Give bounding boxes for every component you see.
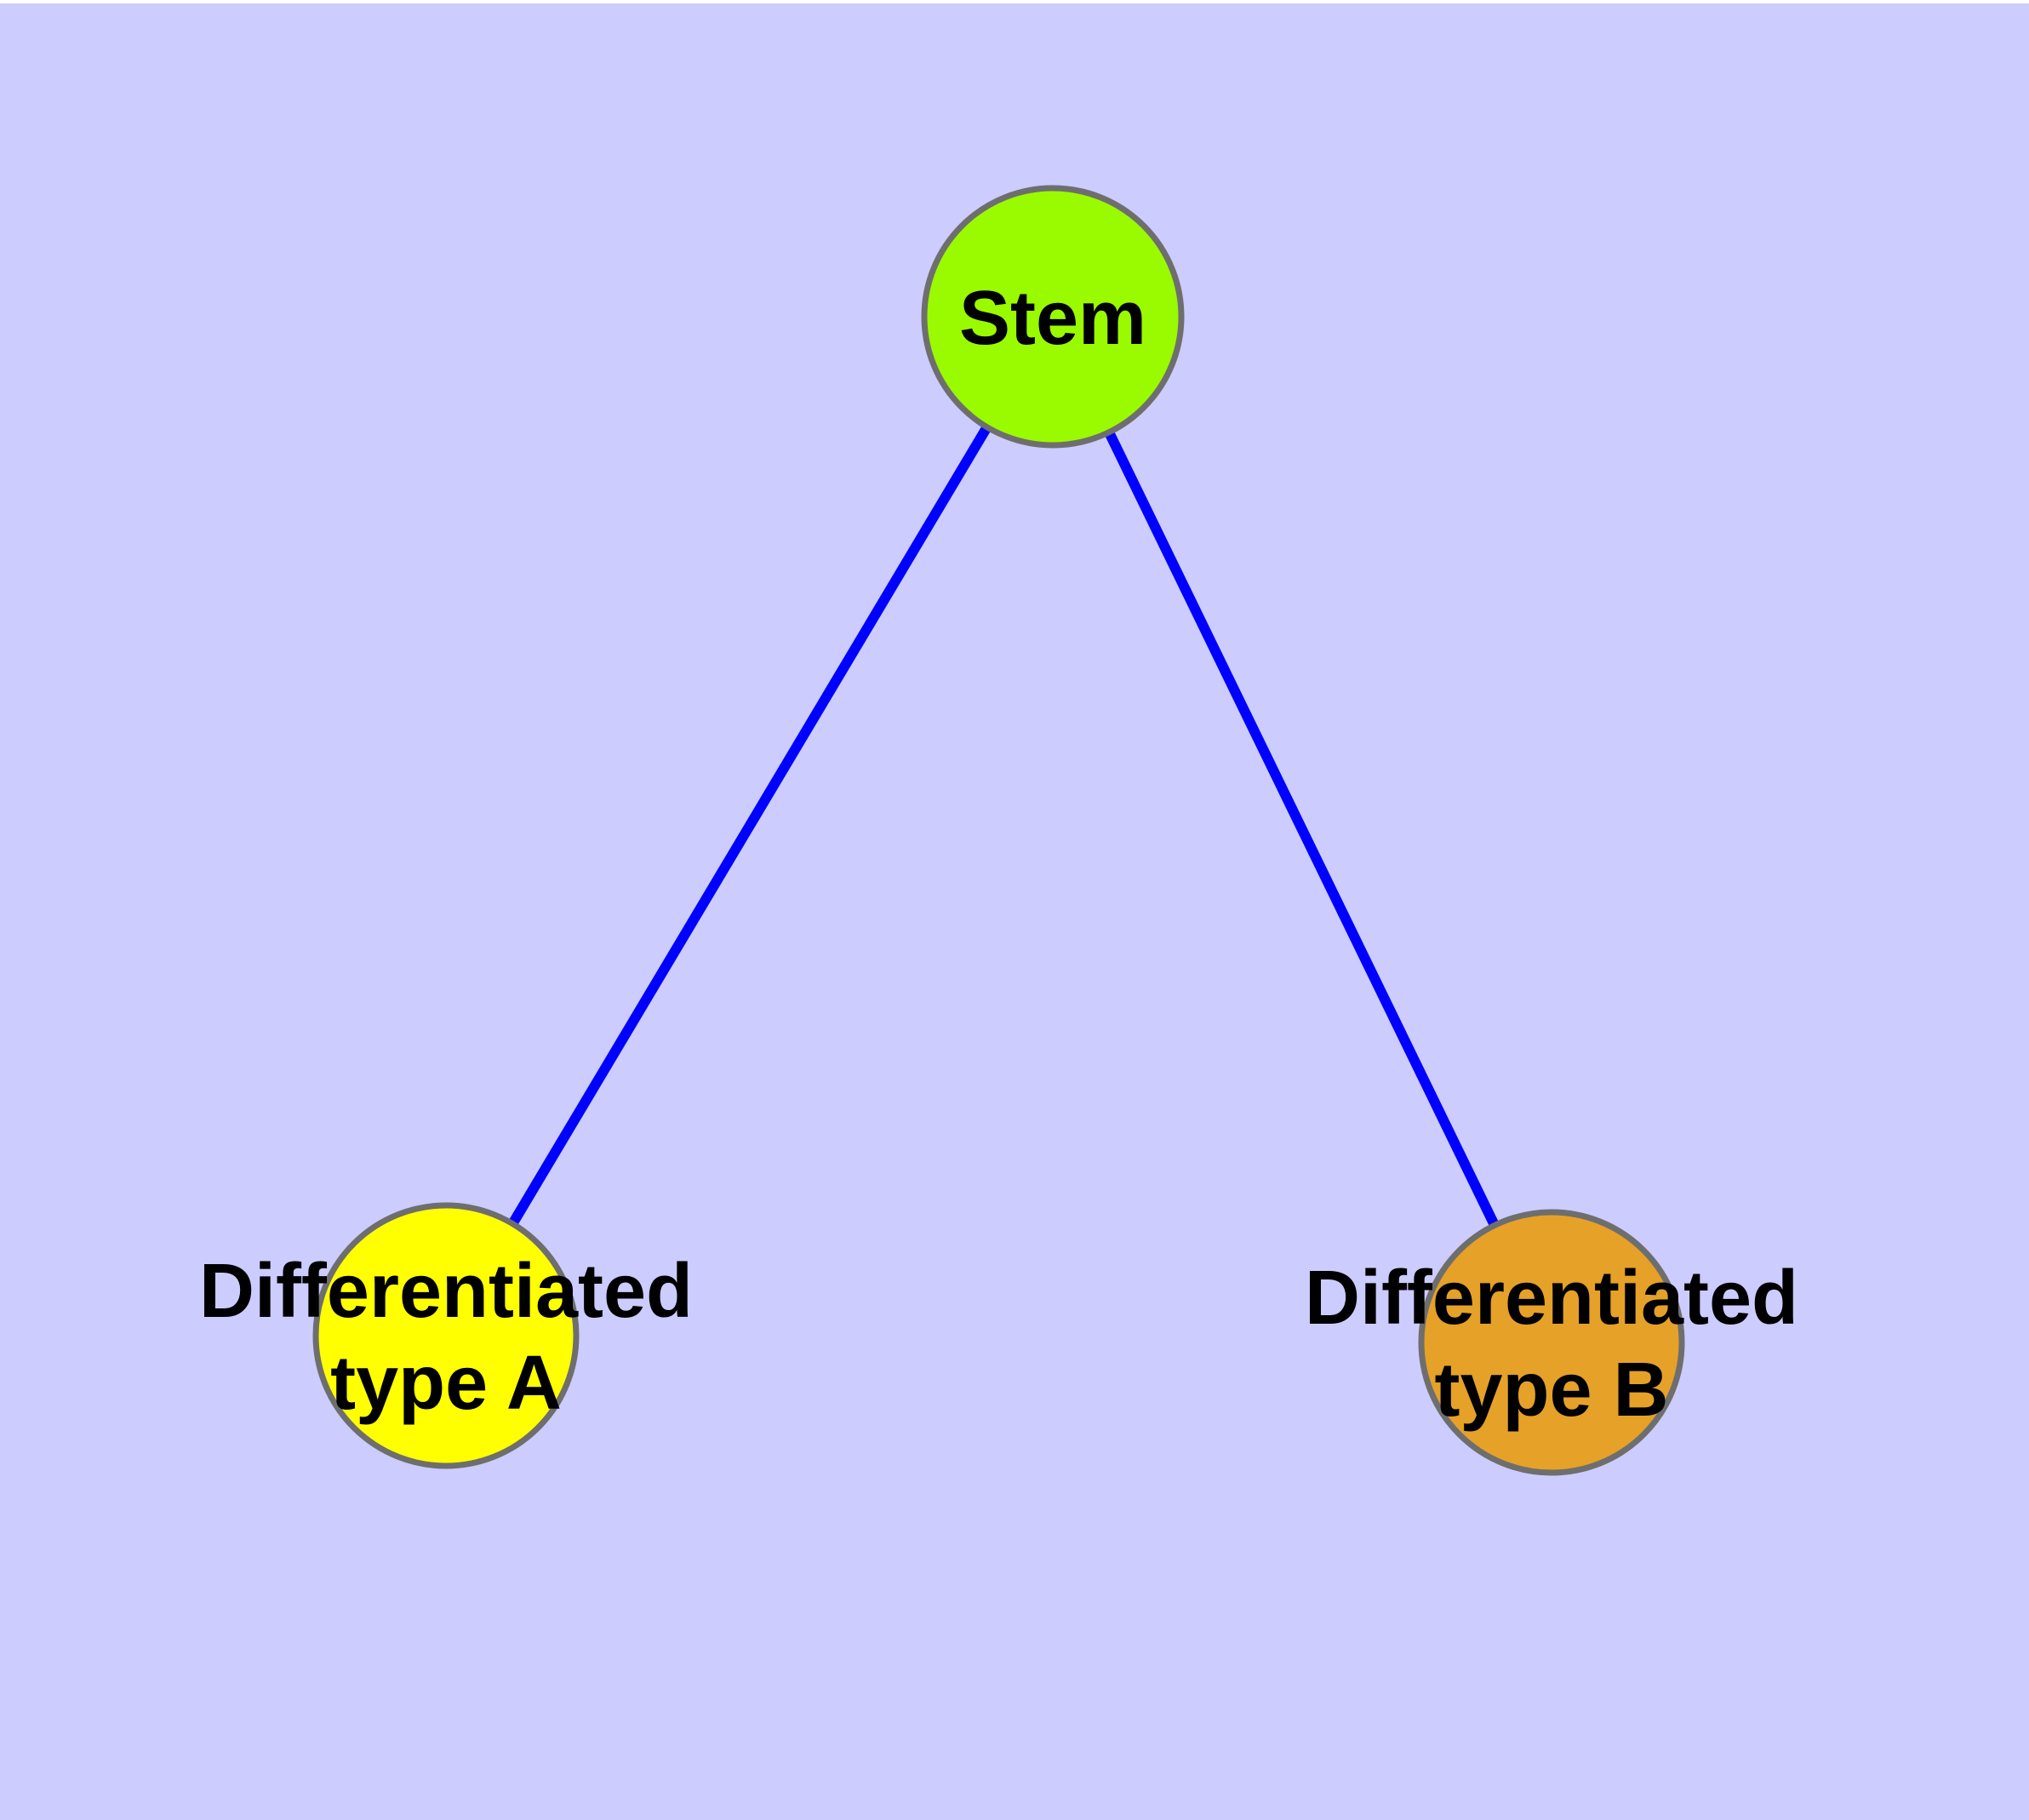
node-differentiated-type-a bbox=[312, 1202, 580, 1469]
top-margin-strip bbox=[0, 0, 2029, 3]
node-type-b-label-line1: Differentiated bbox=[1305, 1256, 1798, 1341]
node-differentiated-type-b bbox=[1418, 1209, 1685, 1476]
edge-stem-to-type-a bbox=[441, 313, 1058, 1339]
node-type-a-label-line1: Differentiated bbox=[199, 1249, 693, 1334]
node-type-b-label-line2: type B bbox=[1434, 1348, 1668, 1433]
node-type-a-label-line2: type A bbox=[330, 1341, 562, 1426]
node-stem bbox=[921, 185, 1185, 449]
edge-stem-to-type-b bbox=[1048, 314, 1557, 1345]
node-stem-label: Stem bbox=[959, 276, 1146, 361]
